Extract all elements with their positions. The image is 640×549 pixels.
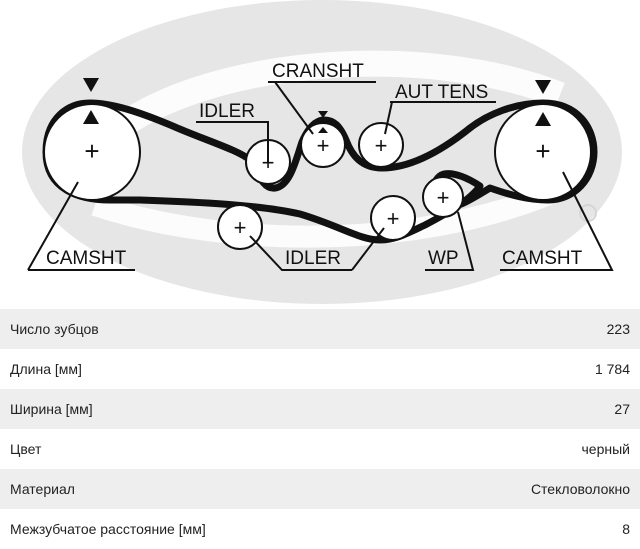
timing-belt-diagram: + + + + + + + + <box>22 0 622 304</box>
spec-value: 223 <box>606 321 630 337</box>
spec-value: 1 784 <box>594 361 630 377</box>
spec-label: Материал <box>10 481 75 497</box>
timing-belt <box>42 99 598 244</box>
pulley-water-pump: + <box>422 176 464 218</box>
pulley-auto-tensioner: + <box>358 122 404 168</box>
spec-row-material: Материал Стекловолокно <box>0 469 640 509</box>
spec-label: Число зубцов <box>10 321 99 337</box>
svg-text:+: + <box>84 136 99 166</box>
label-idler-top: IDLER <box>199 101 255 122</box>
svg-text:+: + <box>535 136 550 166</box>
label-camshaft-right: CAMSHT <box>502 248 583 269</box>
svg-text:+: + <box>375 133 388 158</box>
spec-label: Цвет <box>10 441 42 457</box>
svg-text:+: + <box>262 150 275 175</box>
spec-value: 27 <box>614 401 630 417</box>
specs-table: Число зубцов 223 Длина [мм] 1 784 Ширина… <box>0 309 640 549</box>
timing-mark-left-icon <box>83 78 99 124</box>
timing-mark-right-icon <box>535 80 551 126</box>
label-crankshaft: CRANSHT <box>272 61 364 82</box>
pulley-camshaft-right: + <box>494 103 592 201</box>
label-water-pump: WP <box>428 248 459 269</box>
label-idler-bottom: IDLER <box>285 248 341 269</box>
svg-text:+: + <box>234 215 247 240</box>
pulley-idler-bottom-right: + <box>370 195 416 241</box>
label-auto-tensioner: AUT TENS <box>395 82 488 103</box>
spec-label: Ширина [мм] <box>10 401 93 417</box>
spec-value: 8 <box>622 521 630 537</box>
spec-row-width: Ширина [мм] 27 <box>0 389 640 429</box>
spec-row-pitch: Межзубчатое расстояние [мм] 8 <box>0 509 640 549</box>
spec-value: черный <box>581 441 630 457</box>
svg-text:+: + <box>437 185 450 210</box>
spec-label: Межзубчатое расстояние [мм] <box>10 521 206 537</box>
spec-row-length: Длина [мм] 1 784 <box>0 349 640 389</box>
spec-row-color: Цвет черный <box>0 429 640 469</box>
timing-mark-crank-icon <box>318 111 328 133</box>
spec-row-teeth: Число зубцов 223 <box>0 309 640 349</box>
label-camshaft-left: CAMSHT <box>46 248 127 269</box>
leader-lines <box>27 81 614 271</box>
svg-text:+: + <box>387 206 400 231</box>
spec-value: Стекловолокно <box>530 481 630 497</box>
spec-label: Длина [мм] <box>10 361 82 377</box>
pulley-camshaft-left: + <box>43 103 141 201</box>
svg-text:+: + <box>317 133 330 158</box>
